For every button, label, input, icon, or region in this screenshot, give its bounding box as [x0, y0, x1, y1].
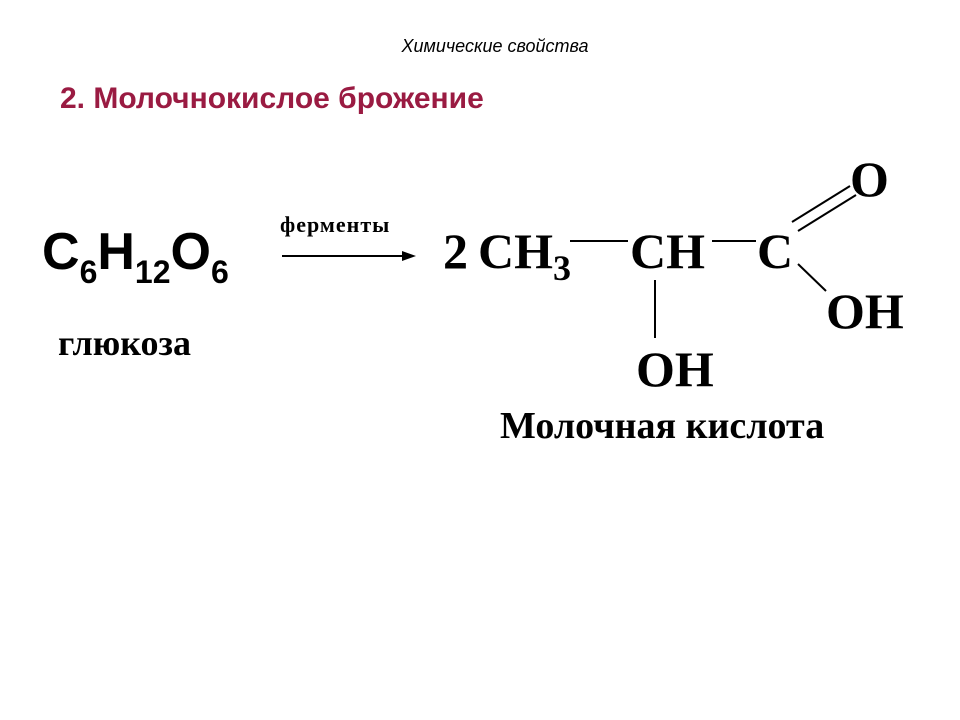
- product-ch: CH: [630, 223, 705, 279]
- carbonyl-oxygen: O: [850, 151, 889, 207]
- glucose-c: C: [42, 223, 80, 281]
- product-ch3: CH3: [478, 222, 571, 288]
- double-bond-1: [791, 185, 851, 223]
- glucose-label: глюкоза: [58, 323, 191, 363]
- glucose-h: H: [97, 223, 135, 281]
- product-name: Молочная кислота: [500, 405, 825, 447]
- ch3-subscript: 3: [553, 248, 571, 288]
- arrow-label: ферменты: [280, 212, 391, 237]
- product-c: C: [757, 223, 794, 279]
- hydroxyl-oh: OH: [636, 341, 714, 397]
- carboxyl-oh: OH: [826, 283, 904, 339]
- double-bond-2: [797, 194, 857, 232]
- coefficient: 2: [443, 223, 468, 279]
- ch3-text: CH: [478, 223, 553, 279]
- bond-c-oh: [797, 263, 827, 292]
- glucose-h-count: 12: [134, 254, 171, 290]
- glucose-o-count: 6: [210, 254, 229, 290]
- slide-heading: 2. Молочнокислое брожение: [60, 82, 484, 115]
- glucose-c-count: 6: [79, 254, 98, 290]
- reaction-arrow-head: [402, 251, 416, 261]
- slide-subtitle: Химические свойства: [401, 36, 589, 56]
- glucose-o: O: [170, 223, 211, 281]
- glucose-formula: C6H12O6: [42, 222, 229, 290]
